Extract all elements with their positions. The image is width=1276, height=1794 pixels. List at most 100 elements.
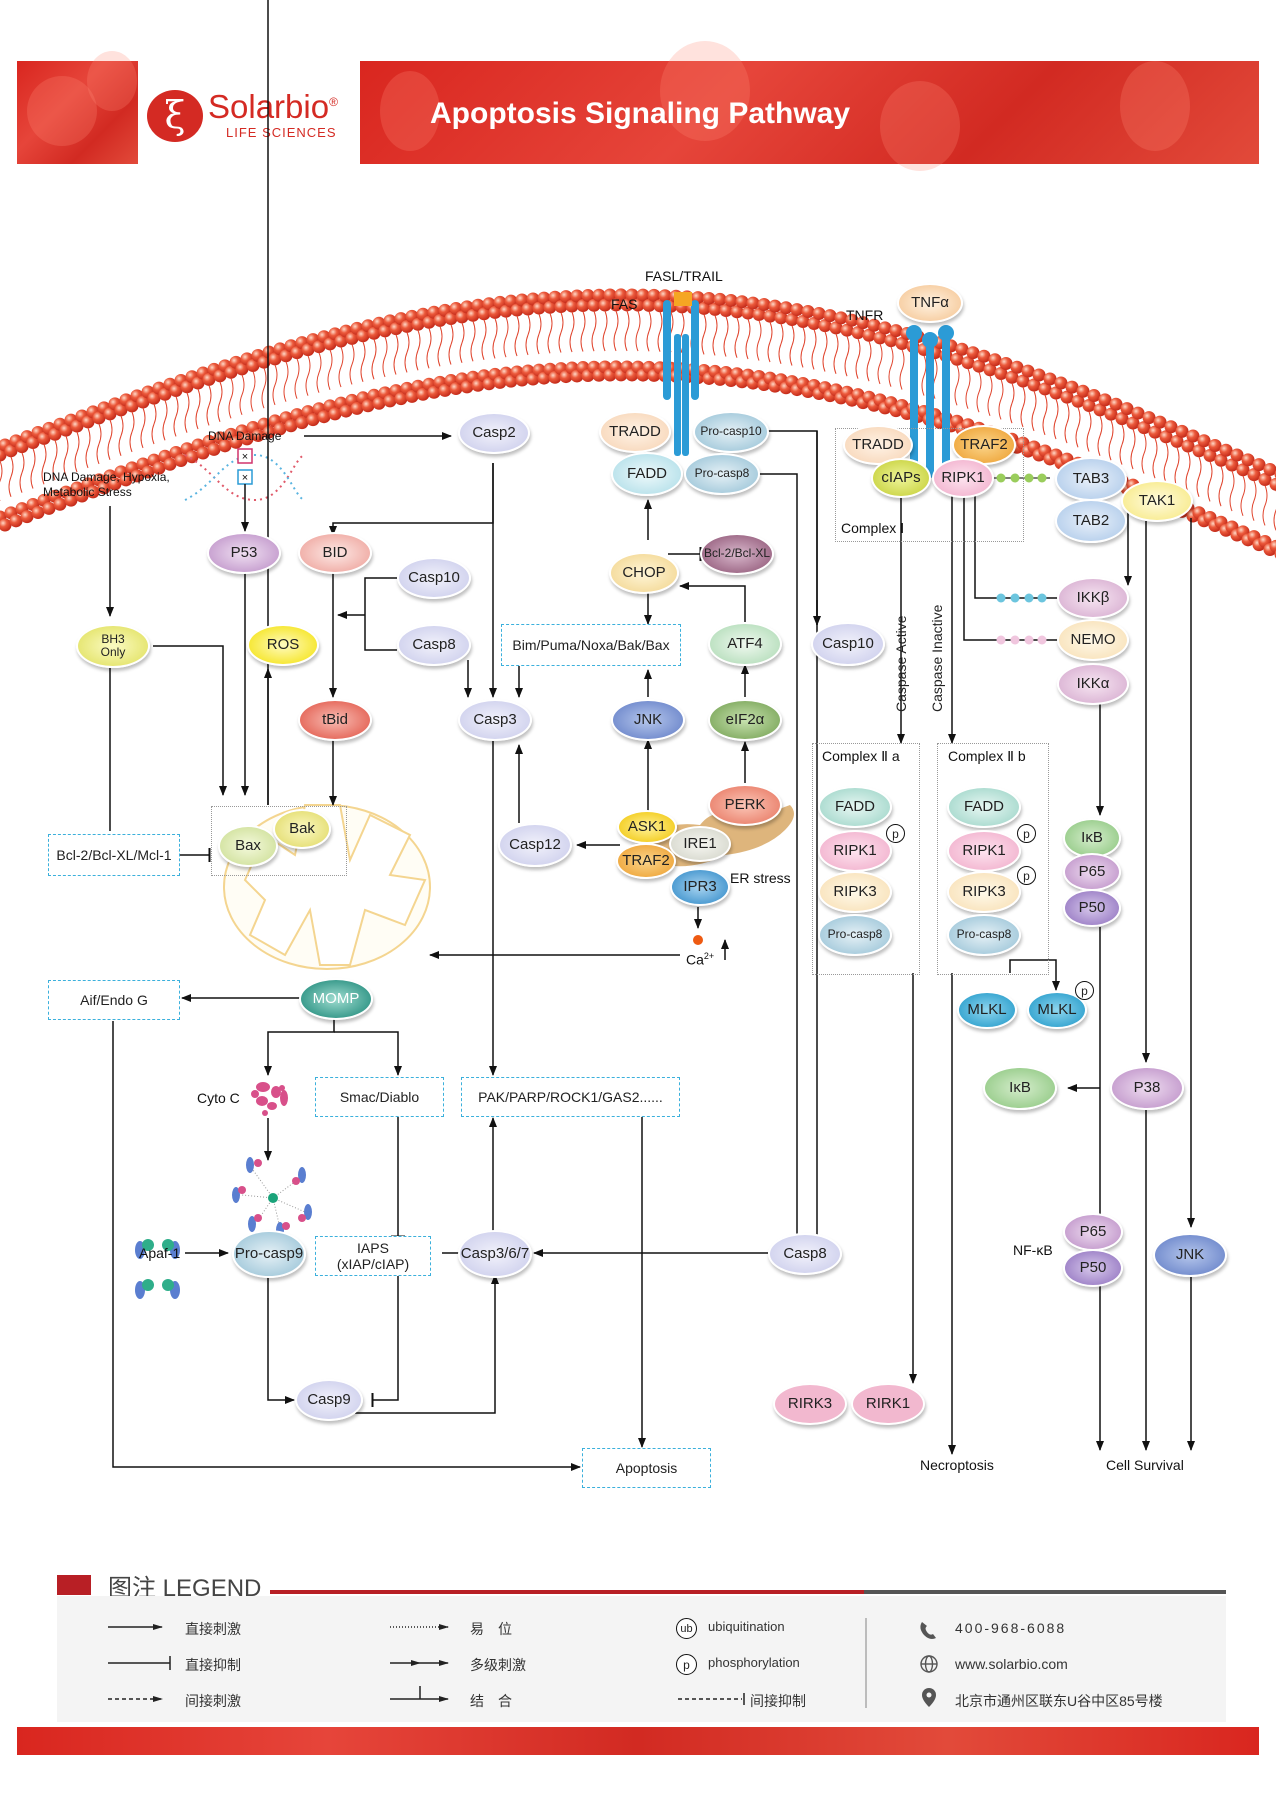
node-procasp10[interactable]: Pro-casp10 (693, 411, 769, 453)
node-p50-top[interactable]: P50 (1063, 889, 1121, 927)
node-bid[interactable]: BID (298, 532, 372, 574)
node-c2b-procasp8[interactable]: Pro-casp8 (947, 914, 1021, 956)
node-chop[interactable]: CHOP (609, 552, 679, 594)
node-c2a-procasp8[interactable]: Pro-casp8 (818, 914, 892, 956)
node-ripk1-complex1[interactable]: RIPK1 (932, 458, 994, 498)
membrane-lipid-tail (1020, 386, 1026, 428)
legend-label-direct-inhibition: 直接抑制 (185, 1657, 241, 1673)
box-bcl2-mcl1[interactable]: Bcl-2/Bcl-XL/Mcl-1 (48, 834, 180, 876)
legend-label-indirect-activation: 间接刺激 (185, 1693, 241, 1709)
node-jnk-right[interactable]: JNK (1153, 1233, 1227, 1277)
calcium-text: Ca (686, 951, 704, 968)
membrane-lipid-head (1263, 462, 1276, 476)
node-c2b-ripk3[interactable]: RIPK3 (947, 871, 1021, 913)
node-ros[interactable]: ROS (247, 624, 319, 666)
node-casp12[interactable]: Casp12 (498, 823, 572, 867)
box-iaps[interactable]: IAPS(xIAP/cIAP) (315, 1236, 431, 1276)
membrane-lipid-head (383, 394, 397, 408)
membrane-lipid-head (367, 326, 381, 340)
membrane-lipid-head (1175, 424, 1189, 438)
membrane-lipid-head (1148, 425, 1162, 439)
membrane-lipid-head (603, 288, 617, 302)
node-ikkb[interactable]: IKKβ (1057, 577, 1129, 619)
membrane-lipid-head (1115, 412, 1129, 426)
node-c2b-fadd[interactable]: FADD (947, 786, 1021, 828)
node-momp[interactable]: MOMP (299, 978, 373, 1020)
membrane-lipid-head (15, 440, 29, 454)
node-ire1[interactable]: IRE1 (669, 826, 731, 862)
node-tnfa[interactable]: TNFα (897, 283, 963, 323)
node-c2a-ripk3[interactable]: RIPK3 (818, 871, 892, 913)
node-casp9[interactable]: Casp9 (295, 1379, 363, 1421)
node-procasp9[interactable]: Pro-casp9 (232, 1230, 306, 1278)
nfkb-label: NF-κB (1013, 1242, 1053, 1258)
legend-label-translocation: 易 位 (470, 1621, 512, 1637)
node-nemo[interactable]: NEMO (1057, 619, 1129, 661)
box-smac-diablo[interactable]: Smac/Diablo (315, 1077, 444, 1117)
membrane-lipid-tail (393, 334, 399, 375)
node-eif2a[interactable]: eIF2α (708, 699, 782, 741)
contact-website[interactable]: www.solarbio.com (955, 1656, 1068, 1672)
contact-phone[interactable]: 400-968-6088 (955, 1620, 1067, 1636)
node-casp8-left[interactable]: Casp8 (397, 624, 471, 666)
membrane-lipid-head (284, 419, 298, 433)
node-jnk-mid[interactable]: JNK (611, 699, 685, 741)
membrane-lipid-tail (415, 330, 421, 371)
node-ikb-mid[interactable]: IκB (983, 1066, 1057, 1110)
node-bcl2-bclxl[interactable]: Bcl-2/Bcl-XL (700, 533, 774, 575)
membrane-lipid-head (609, 298, 623, 312)
membrane-lipid-head (1203, 448, 1217, 462)
node-p38[interactable]: P38 (1110, 1066, 1184, 1110)
membrane-lipid-head (251, 428, 265, 442)
node-casp2[interactable]: Casp2 (458, 412, 530, 454)
node-c2a-fadd[interactable]: FADD (818, 786, 892, 828)
node-traf2-er[interactable]: TRAF2 (616, 843, 676, 879)
membrane-lipid-head (317, 410, 331, 424)
node-p65-bot[interactable]: P65 (1063, 1213, 1123, 1251)
node-ciaps[interactable]: cIAPs (871, 458, 931, 498)
node-casp8-right[interactable]: Casp8 (768, 1233, 842, 1275)
membrane-lipid-head (279, 349, 293, 363)
node-rirk1[interactable]: RIRK1 (851, 1383, 925, 1425)
node-ikka[interactable]: IKKα (1057, 663, 1129, 705)
node-bak[interactable]: Bak (273, 809, 331, 849)
node-rirk3[interactable]: RIRK3 (773, 1383, 847, 1425)
membrane-lipid-head (1043, 372, 1057, 386)
membrane-lipid-head (1109, 397, 1123, 411)
node-bax[interactable]: Bax (218, 825, 278, 867)
node-tak1[interactable]: TAK1 (1121, 480, 1193, 522)
pathway-diagram: × × (0, 0, 1276, 1471)
node-p53[interactable]: P53 (207, 532, 281, 574)
edge-mlkl-phospho (1009, 959, 1060, 991)
node-perk[interactable]: PERK (708, 784, 782, 826)
membrane-lipid-head (75, 489, 89, 503)
node-casp367[interactable]: Casp3/6/7 (458, 1230, 532, 1278)
node-tbid[interactable]: tBid (298, 699, 372, 741)
legend-label-indirect-inhibition: 间接抑制 (750, 1693, 806, 1709)
node-fadd-fas[interactable]: FADD (611, 452, 683, 496)
node-c2b-ripk1[interactable]: RIPK1 (947, 830, 1021, 872)
node-casp10-right[interactable]: Casp10 (811, 622, 885, 666)
membrane-lipid-tail (272, 364, 278, 406)
node-tab3[interactable]: TAB3 (1055, 457, 1127, 501)
box-apoptosis[interactable]: Apoptosis (582, 1448, 711, 1488)
node-procasp8-fas[interactable]: Pro-casp8 (684, 453, 760, 495)
box-aif-endog[interactable]: Aif/Endo G (48, 980, 180, 1020)
membrane-lipid-head (1247, 468, 1261, 482)
node-tradd-fas[interactable]: TRADD (599, 411, 671, 453)
membrane-lipid-head (510, 303, 524, 317)
node-ipr3[interactable]: IPR3 (670, 868, 730, 906)
membrane-lipid-head (1208, 438, 1222, 452)
node-tab2[interactable]: TAB2 (1055, 499, 1127, 543)
node-casp10-left[interactable]: Casp10 (397, 557, 471, 599)
node-mlkl-1[interactable]: MLKL (957, 991, 1017, 1029)
node-casp3[interactable]: Casp3 (458, 699, 532, 741)
node-atf4[interactable]: ATF4 (708, 622, 782, 666)
box-bim-puma[interactable]: Bim/Puma/Noxa/Bak/Bax (501, 624, 681, 666)
membrane-lipid-tail (756, 320, 762, 361)
membrane-lipid-tail (85, 427, 91, 469)
box-pak-parp[interactable]: PAK/PARP/ROCK1/GAS2...... (461, 1077, 680, 1117)
node-p50-bot[interactable]: P50 (1063, 1249, 1123, 1287)
membrane-lipid-tail (63, 435, 69, 477)
